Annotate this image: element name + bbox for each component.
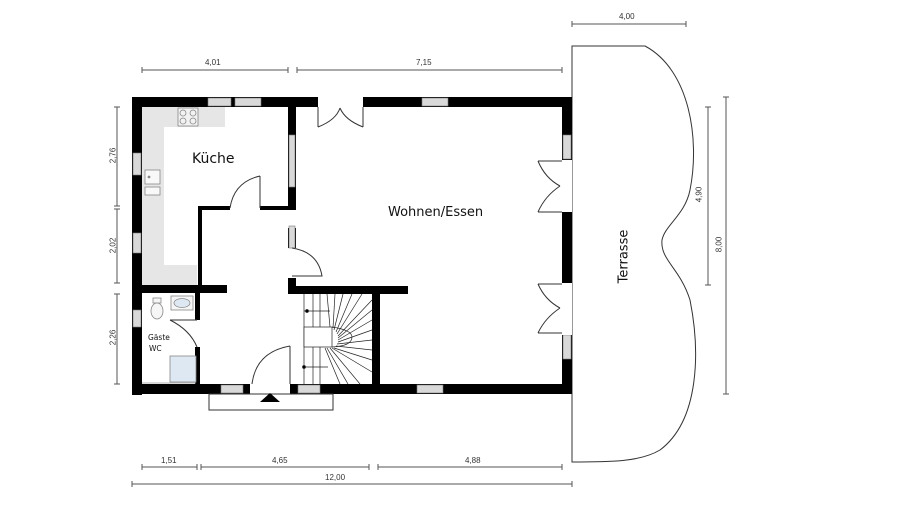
doors xyxy=(169,97,572,394)
door-swing xyxy=(229,175,261,209)
dim-left-1: 2,76 xyxy=(108,147,118,164)
room-label-terrace: Terrasse xyxy=(616,229,632,284)
room-label-guest-wc-1: Gäste xyxy=(148,333,170,342)
door-swing xyxy=(291,247,323,277)
window xyxy=(220,384,244,394)
window xyxy=(562,134,572,160)
room-label-guest-wc-2: WC xyxy=(149,344,162,353)
kitchen-counter xyxy=(142,107,225,285)
entrance-arrow-icon xyxy=(260,393,280,402)
window xyxy=(132,152,142,176)
door-swing xyxy=(537,160,562,213)
dim-top-kitchen: 4,01 xyxy=(205,58,221,67)
window xyxy=(288,134,296,188)
window xyxy=(132,309,142,328)
dim-left-3: 2,26 xyxy=(108,329,118,346)
dim-top-living: 7,15 xyxy=(416,58,432,67)
stove-icon xyxy=(177,107,199,127)
dim-terrace-top: 4,00 xyxy=(619,12,635,21)
staircase xyxy=(302,293,373,385)
window xyxy=(416,384,444,394)
sink-icon xyxy=(144,169,161,196)
dim-bottom-hall: 4,65 xyxy=(272,456,288,465)
room-label-kitchen: Küche xyxy=(192,151,235,167)
door-swing xyxy=(169,319,198,348)
window xyxy=(297,384,321,394)
dim-left-2: 2,02 xyxy=(108,237,118,254)
dim-right-inner: 4,90 xyxy=(694,186,704,203)
door-swing xyxy=(317,107,364,128)
window xyxy=(288,225,296,249)
toilet-icon xyxy=(150,302,164,320)
toilet-icon xyxy=(152,297,162,304)
window xyxy=(234,97,262,107)
dim-bottom-total: 12,00 xyxy=(325,473,346,482)
terrace-outline xyxy=(571,45,697,463)
wc-fixtures xyxy=(142,295,197,384)
window xyxy=(207,97,232,107)
window xyxy=(421,97,449,107)
windows xyxy=(132,97,572,394)
dim-bottom-wc: 1,51 xyxy=(161,456,177,465)
window xyxy=(562,334,572,360)
dimension-lines xyxy=(114,21,729,487)
door-swing xyxy=(537,283,562,334)
dim-right-outer: 8,00 xyxy=(714,236,724,253)
window xyxy=(132,232,142,254)
dim-bottom-living: 4,88 xyxy=(465,456,481,465)
shower-icon xyxy=(169,355,197,383)
room-label-living: Wohnen/Essen xyxy=(388,205,484,220)
door-swing xyxy=(251,345,291,385)
